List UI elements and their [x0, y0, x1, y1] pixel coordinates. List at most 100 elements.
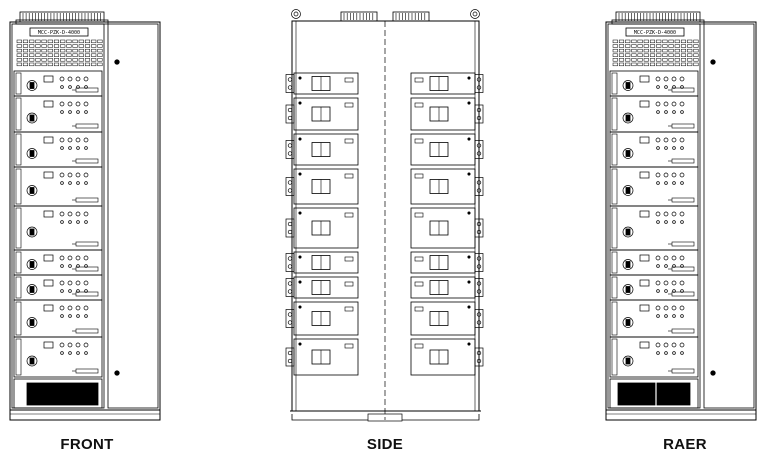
connector-pin: [287, 264, 293, 269]
module-tab: [414, 281, 424, 287]
side-cabinet-view: [285, 9, 484, 422]
connector-pin: [476, 221, 482, 227]
indicator-lamp: [67, 211, 73, 217]
louvre: [66, 58, 72, 62]
louvre: [693, 48, 699, 53]
main-switch: [26, 80, 38, 91]
push-button: [68, 146, 72, 150]
louvre: [72, 58, 78, 62]
push-button: [680, 314, 684, 318]
side-module: [285, 168, 484, 205]
louvre: [637, 62, 643, 67]
connector-pin: [287, 350, 293, 356]
label-strip: [75, 368, 99, 374]
lifting-eye: [470, 9, 480, 19]
connector-pin: [476, 188, 482, 193]
meter-window: [43, 254, 54, 262]
label-strip: [671, 241, 695, 247]
drawer-unit: [609, 95, 699, 133]
drawer-panel: [609, 95, 699, 133]
switch-lever: [625, 228, 631, 236]
louvre: [643, 62, 649, 67]
side-module: [285, 251, 484, 274]
louvre: [29, 58, 35, 62]
drawer-unit: [13, 336, 103, 378]
louvre: [47, 53, 53, 57]
indicator-lamp: [655, 211, 661, 217]
louvre: [97, 58, 103, 62]
connector-pin: [476, 77, 482, 82]
drawer-hinge: [15, 133, 22, 166]
louvre: [612, 53, 618, 57]
label-strip: [671, 328, 695, 334]
foot-right: [471, 414, 480, 421]
drawer-hinge: [611, 251, 618, 274]
connector-left: [285, 140, 295, 159]
drawer-hinge: [611, 207, 618, 249]
switch-lever: [625, 150, 631, 157]
main-switch: [26, 112, 38, 124]
bottom-panel: [13, 378, 103, 409]
louvre: [66, 53, 72, 57]
louvre: [41, 48, 47, 53]
nameplate-text: MCC-PZK-D-4000: [634, 30, 676, 36]
drawer-hinge: [611, 72, 618, 95]
louvre: [35, 62, 41, 67]
push-button: [656, 220, 660, 224]
screw: [467, 137, 471, 141]
screw: [298, 255, 302, 259]
indicator-lamp: [671, 305, 677, 311]
drawer-hinge: [15, 207, 22, 249]
louvre: [668, 58, 674, 62]
module-right: [410, 207, 476, 249]
connector-right: [474, 347, 484, 367]
louvre: [53, 39, 60, 44]
louvre: [41, 53, 47, 57]
push-button: [76, 289, 80, 293]
main-switch: [622, 284, 634, 295]
bottom-vent-left: [617, 382, 656, 406]
louvre: [41, 58, 47, 62]
side-module: [285, 72, 484, 95]
louvre: [625, 44, 631, 48]
indicator-lamp: [663, 211, 669, 217]
louvre: [662, 53, 668, 57]
screw: [467, 211, 471, 215]
louvre: [687, 44, 693, 48]
louvre: [637, 39, 643, 44]
push-button: [68, 220, 72, 224]
side-door: [107, 23, 159, 409]
meter-window: [43, 100, 54, 108]
label-strip: [75, 328, 99, 334]
louvre: [66, 44, 72, 48]
drawer-unit: [609, 131, 699, 168]
indicator-lamp: [83, 101, 89, 107]
label-strip: [75, 241, 99, 247]
push-button: [68, 351, 72, 355]
push-button: [656, 264, 660, 268]
indicator-lamp: [83, 172, 89, 178]
louvre: [53, 44, 60, 48]
drawer-panel: [13, 95, 103, 133]
connector-pin: [476, 320, 482, 325]
indicator-lamp: [75, 255, 81, 261]
push-button: [68, 264, 72, 268]
indicator-lamp: [67, 342, 73, 348]
module-tab: [344, 343, 354, 349]
push-button: [672, 146, 676, 150]
label-strip: [75, 123, 99, 129]
push-button: [672, 289, 676, 293]
switch-lever: [625, 261, 631, 268]
louvre: [29, 39, 35, 44]
connector-pin: [287, 143, 293, 148]
main-switch: [26, 185, 38, 196]
indicator-lamp: [67, 172, 73, 178]
connector-left: [285, 309, 295, 328]
connector-pin: [476, 180, 482, 185]
meter-window: [43, 171, 54, 179]
cabinet-base: [605, 409, 757, 421]
louvre: [637, 44, 643, 48]
louvre: [22, 39, 29, 44]
louvre: [60, 39, 66, 44]
indicator-lamp: [59, 137, 65, 143]
